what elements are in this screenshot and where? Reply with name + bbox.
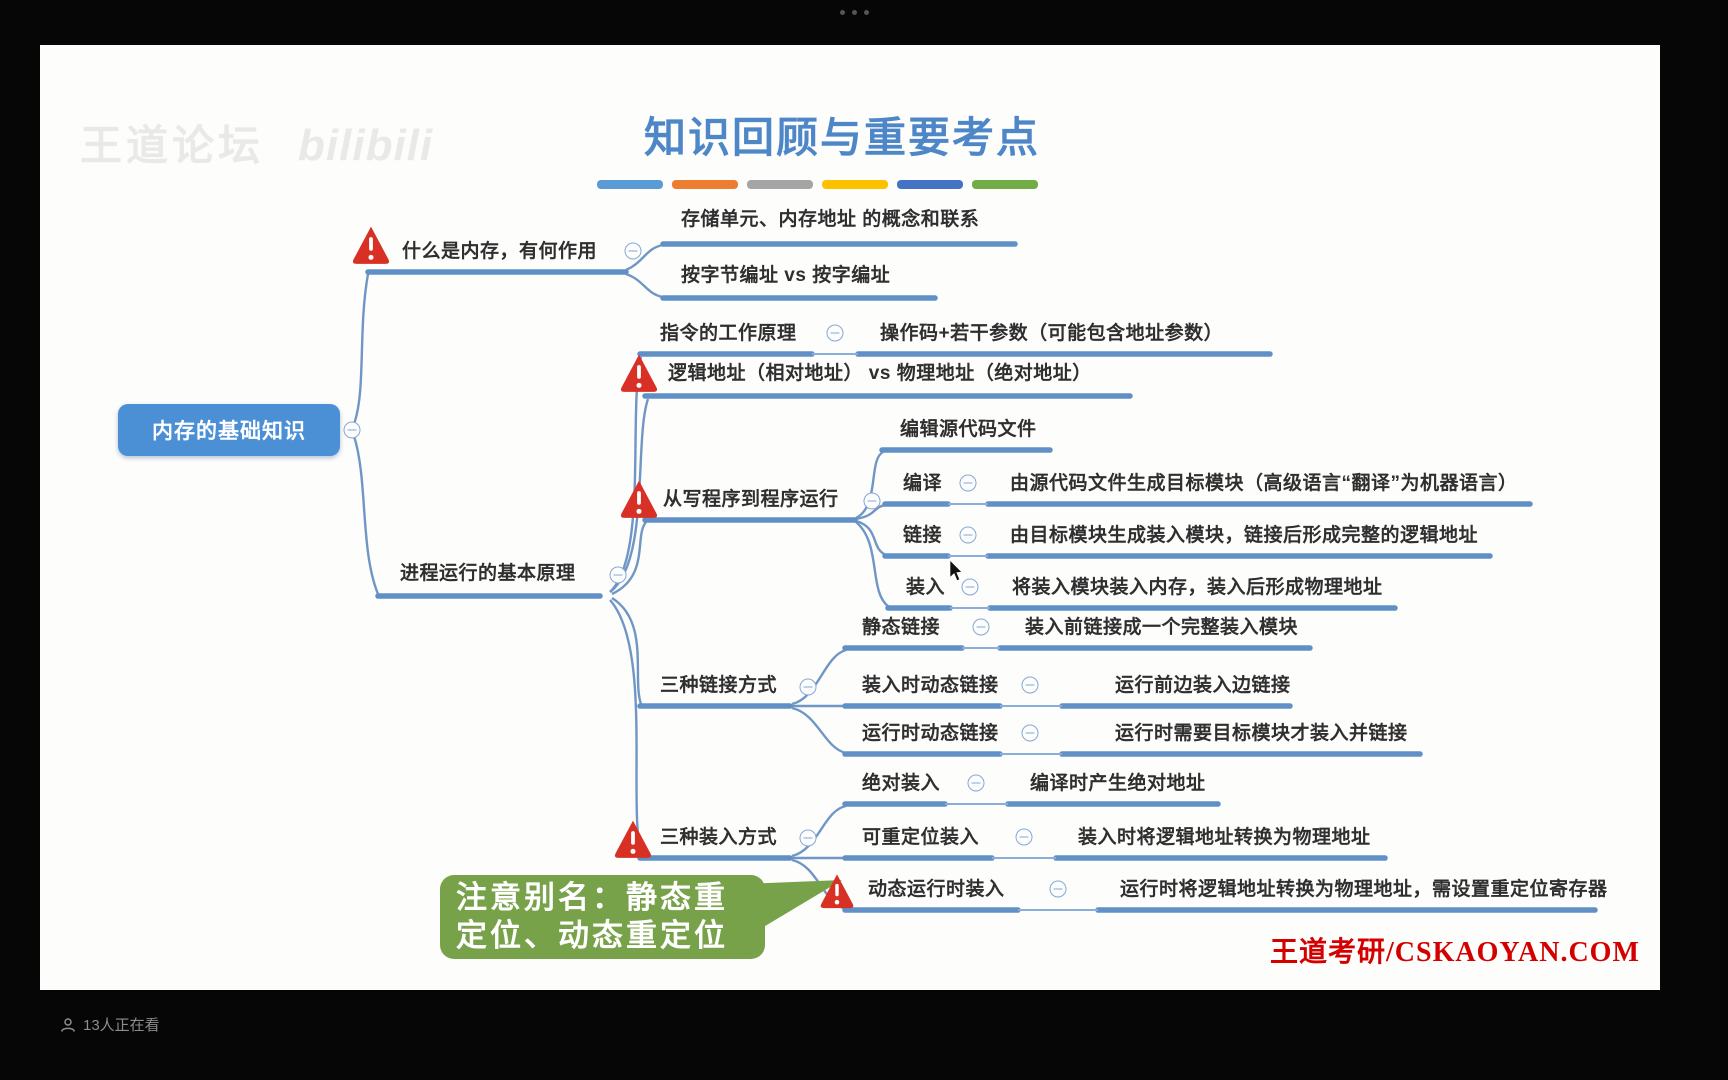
collapse-icon[interactable] — [1015, 828, 1033, 846]
accent-bar — [897, 180, 963, 189]
accent-bar — [972, 180, 1038, 189]
collapse-icon[interactable] — [1021, 724, 1039, 742]
viewers-icon — [61, 1017, 75, 1032]
node-instr-desc: 操作码+若干参数（可能包含地址参数） — [880, 323, 1224, 344]
warning-icon — [352, 226, 390, 264]
node-instr: 指令的工作原理 — [660, 323, 797, 344]
collapse-icon[interactable] — [799, 829, 817, 847]
node-compile-desc: 由源代码文件生成目标模块（高级语言“翻译”为机器语言） — [1010, 473, 1518, 494]
node-runtime-link-desc: 运行时需要目标模块才装入并链接 — [1115, 723, 1408, 744]
node-abs-load: 绝对装入 — [862, 773, 941, 794]
collapse-icon[interactable] — [961, 578, 979, 596]
player-menu-dots[interactable] — [840, 10, 869, 15]
bilibili-logo: bilibili — [298, 121, 434, 170]
callout-note: 注意别名：静态重定位、动态重定位 — [440, 875, 765, 959]
collapse-icon[interactable] — [1049, 880, 1067, 898]
warning-icon — [620, 480, 658, 518]
collapse-icon[interactable] — [863, 492, 881, 510]
watermark-bottom-right: 王道考研/CSKAOYAN.COM — [1270, 937, 1640, 968]
node-what-c2: 按字节编址 vs 按字编址 — [681, 265, 891, 286]
watermark-top-left: 王道论坛 bilibili — [80, 112, 433, 173]
collapse-icon[interactable] — [799, 678, 817, 696]
node-static-link-desc: 装入前链接成一个完整装入模块 — [1025, 617, 1299, 638]
accent-bars — [597, 180, 1038, 189]
warning-icon — [820, 874, 854, 909]
node-static-link: 静态链接 — [862, 617, 941, 638]
accent-bar — [672, 180, 738, 189]
node-reloc-load: 可重定位装入 — [862, 827, 980, 848]
collapse-icon[interactable] — [826, 324, 844, 342]
node-edit: 编辑源代码文件 — [900, 419, 1037, 440]
warning-icon — [614, 820, 652, 858]
collapse-icon[interactable] — [959, 526, 977, 544]
node-threeload: 三种装入方式 — [660, 827, 778, 848]
slide-title: 知识回顾与重要考点 — [643, 114, 1040, 161]
viewers-count: 13人正在看 — [83, 1017, 160, 1034]
root-node: 内存的基础知识 — [118, 404, 340, 456]
warning-icon — [620, 354, 658, 392]
node-dyn-load: 动态运行时装入 — [868, 879, 1005, 900]
node-underlines — [365, 241, 1598, 913]
mouse-cursor — [949, 560, 964, 582]
node-reloc-load-desc: 装入时将逻辑地址转换为物理地址 — [1078, 827, 1371, 848]
node-compile: 编译 — [903, 473, 943, 494]
accent-bar — [822, 180, 888, 189]
collapse-icon[interactable] — [343, 421, 361, 439]
node-what-c1: 存储单元、内存地址 的概念和联系 — [681, 209, 980, 230]
collapse-icon[interactable] — [624, 242, 642, 260]
node-abs-load-desc: 编译时产生绝对地址 — [1030, 773, 1206, 794]
node-dyn-load-desc: 运行时将逻辑地址转换为物理地址，需设置重定位寄存器 — [1120, 879, 1608, 900]
node-threelink: 三种链接方式 — [660, 675, 778, 696]
wangdao-watermark: 王道论坛 — [80, 122, 265, 169]
underline-bridges — [812, 353, 1098, 911]
collapse-icon[interactable] — [972, 618, 990, 636]
collapse-icon[interactable] — [959, 474, 977, 492]
viewers-status: 13人正在看 — [60, 1014, 160, 1035]
node-process: 进程运行的基本原理 — [400, 563, 576, 584]
node-load-desc: 将装入模块装入内存，装入后形成物理地址 — [1012, 577, 1383, 598]
collapse-icon[interactable] — [609, 566, 627, 584]
node-link: 链接 — [903, 525, 943, 546]
collapse-icon[interactable] — [1021, 676, 1039, 694]
node-what: 什么是内存，有何作用 — [402, 241, 598, 262]
collapse-icon[interactable] — [967, 774, 985, 792]
node-loadtime-link: 装入时动态链接 — [862, 675, 999, 696]
accent-bar — [747, 180, 813, 189]
node-addr: 逻辑地址（相对地址） vs 物理地址（绝对地址） — [668, 363, 1092, 384]
node-fromwrite: 从写程序到程序运行 — [663, 489, 839, 510]
accent-bar — [597, 180, 663, 189]
node-loadtime-link-desc: 运行前边装入边链接 — [1115, 675, 1291, 696]
node-runtime-link: 运行时动态链接 — [862, 723, 999, 744]
node-load: 装入 — [906, 577, 946, 598]
node-link-desc: 由目标模块生成装入模块，链接后形成完整的逻辑地址 — [1010, 525, 1479, 546]
